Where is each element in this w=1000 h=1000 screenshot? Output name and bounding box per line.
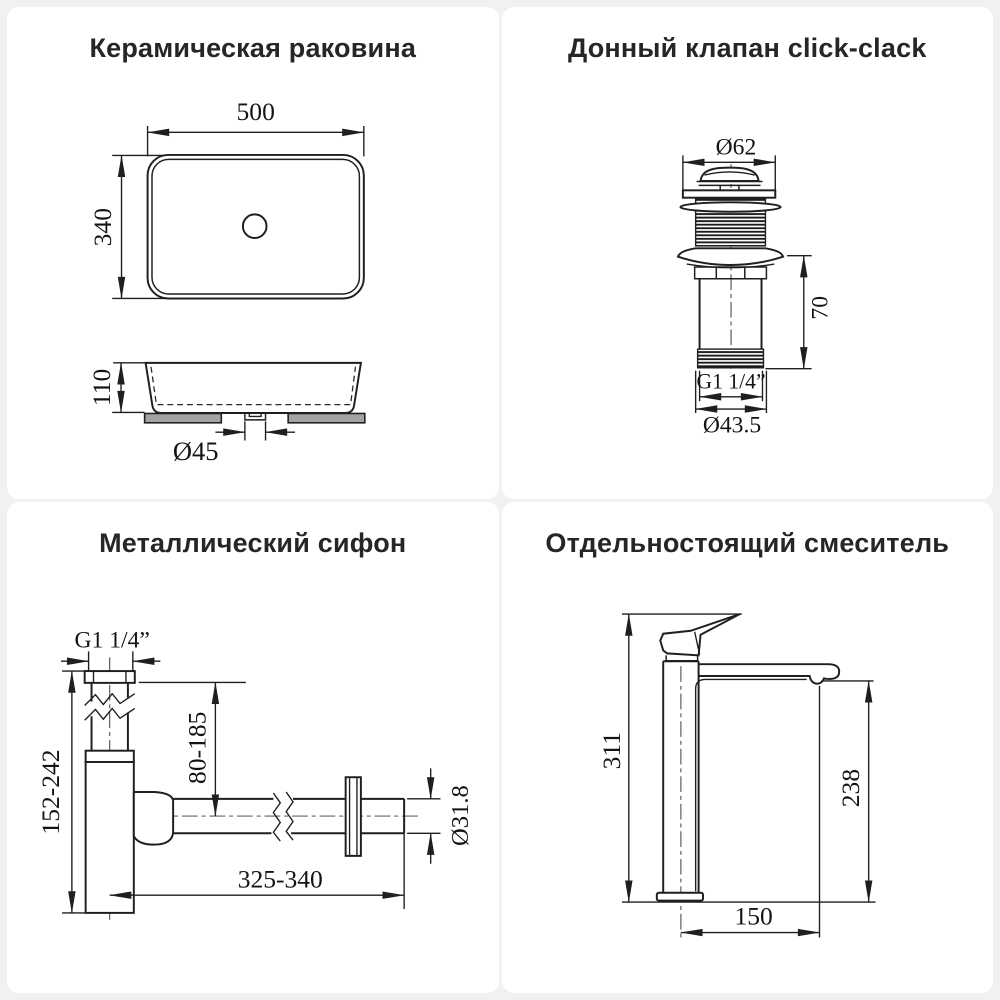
dim-siphon-thread: G1 1/4” — [75, 627, 150, 653]
sink-top-view: 500 340 — [88, 97, 365, 300]
panel-title-siphon: Металлический сифон — [99, 527, 407, 558]
dim-sink-drain: Ø45 — [173, 436, 219, 466]
dim-mixer-height: 311 — [596, 732, 625, 769]
valve-thread-lower — [696, 348, 764, 369]
mixer-drawing: 311 238 150 — [596, 612, 876, 937]
sink-drain-stub — [244, 412, 267, 421]
panel-title-valve: Донный клапан click-clack — [567, 33, 927, 63]
dim-siphon-inlet: 80-185 — [183, 711, 212, 783]
siphon-figure: G1 1/4” — [36, 627, 474, 920]
mixer-base — [655, 891, 704, 902]
valve-drawing: Ø62 — [676, 134, 833, 439]
panel-ceramic-sink: Керамическая раковина 500 340 — [7, 7, 499, 499]
dim-valve-height: 70 — [807, 296, 833, 320]
panel-title-sink: Керамическая раковина — [89, 33, 417, 63]
dim-valve-cap: Ø62 — [715, 134, 756, 160]
panel-metal-siphon: Металлический сифон G1 1/4” — [7, 501, 499, 993]
dim-sink-depth: 340 — [88, 208, 117, 246]
sink-side-view: 110 Ø45 — [87, 361, 366, 466]
dim-valve-outlet: Ø43.5 — [702, 413, 760, 439]
sink-pad-right — [287, 412, 366, 424]
dim-siphon-height: 152-242 — [36, 749, 65, 834]
dim-sink-height: 110 — [87, 369, 116, 406]
mixer-handle — [658, 612, 740, 656]
sink-drawing: 500 340 — [87, 97, 366, 466]
sink-pad-left — [143, 412, 223, 424]
panel-clickclack-valve: Донный клапан click-clack Ø62 — [501, 7, 993, 499]
siphon-drawing: G1 1/4” — [36, 627, 474, 920]
dim-sink-width: 500 — [237, 97, 275, 126]
mixer-spout — [698, 662, 840, 680]
dim-mixer-reach: 150 — [734, 901, 772, 930]
panel-title-mixer: Отдельностоящий смеситель — [545, 527, 950, 558]
mixer-column — [661, 659, 700, 893]
dim-siphon-length: 325-340 — [238, 864, 323, 893]
valve-figure: Ø62 — [676, 134, 833, 439]
mixer-figure: 311 238 150 — [596, 612, 876, 937]
sink-drain-hole — [241, 213, 268, 239]
panel-freestanding-mixer: Отдельностоящий смеситель — [501, 501, 993, 993]
dim-mixer-spout-height: 238 — [835, 768, 864, 806]
dim-siphon-pipe: Ø31.8 — [447, 785, 474, 846]
dim-valve-thread: G1 1/4” — [696, 369, 765, 393]
